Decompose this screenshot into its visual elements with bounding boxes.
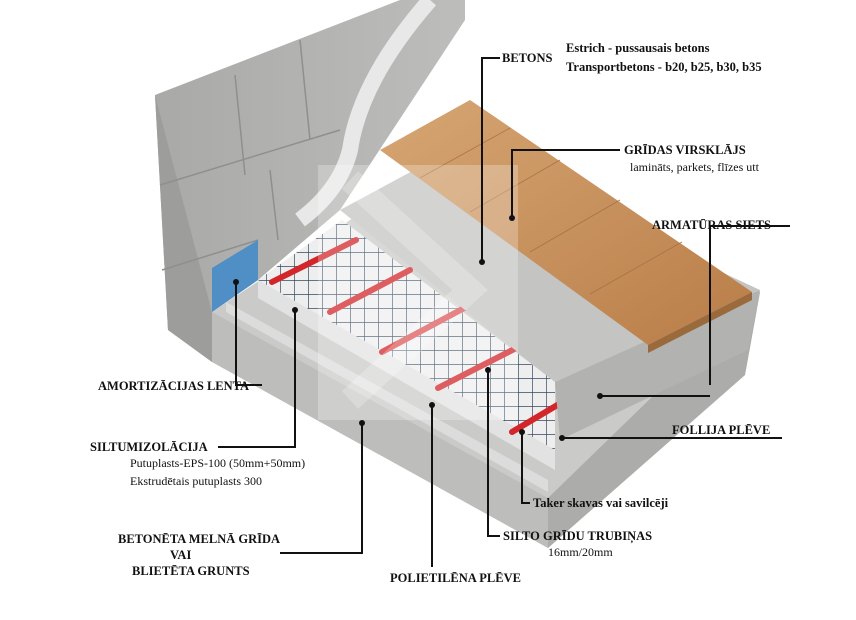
- label-silto-gridu-trubinas-title: SILTO GRĪDU TRUBIŅAS: [503, 529, 652, 544]
- labels: BETONS Estrich - pussausais betons Trans…: [90, 41, 771, 585]
- label-siltumizolacija-line1: Putuplasts-EPS-100 (50mm+50mm): [130, 456, 305, 470]
- label-betons-line1: Estrich - pussausais betons: [566, 41, 710, 55]
- label-betons-title: BETONS: [502, 51, 553, 65]
- label-siltumizolacija-line2: Ekstrudētais putuplasts 300: [130, 474, 262, 488]
- label-amortizacijas-lenta: AMORTIZĀCIJAS LENTA: [98, 379, 249, 393]
- label-silto-gridu-trubinas-sub: 16mm/20mm: [548, 545, 613, 559]
- watermark-logo: [318, 165, 518, 420]
- label-gridas-virsklajs-sub: lamināts, parkets, flīzes utt: [630, 160, 760, 174]
- label-betoneta-line2: VAI: [170, 548, 191, 562]
- label-siltumizolacija-title: SILTUMIZOLĀCIJA: [90, 440, 208, 454]
- label-gridas-virsklajs-title: GRĪDAS VIRSKLĀJS: [624, 143, 746, 157]
- block-wall: [155, 0, 465, 362]
- label-betoneta-line1: BETONĒTA MELNĀ GRĪDA: [118, 532, 280, 546]
- damping-tape: [212, 240, 258, 312]
- polyethylene-film: [226, 302, 548, 492]
- label-betoneta-line3: BLIETĒTA GRUNTS: [132, 564, 250, 578]
- leader-lines: [218, 57, 790, 567]
- reinforcement-mesh: [258, 220, 555, 450]
- label-betons-line2: Transportbetons - b20, b25, b30, b35: [566, 60, 762, 74]
- label-polietilena-pleve: POLIETILĒNA PLĒVE: [390, 571, 521, 585]
- laminate-floor: [380, 100, 752, 353]
- label-armaturas-siets: ARMATŪRAS SIETS: [652, 218, 771, 232]
- label-follija-pleve: FOLLIJA PLĒVE: [672, 423, 770, 437]
- label-taker-skavas: Taker skavas vai savilcēji: [533, 496, 669, 510]
